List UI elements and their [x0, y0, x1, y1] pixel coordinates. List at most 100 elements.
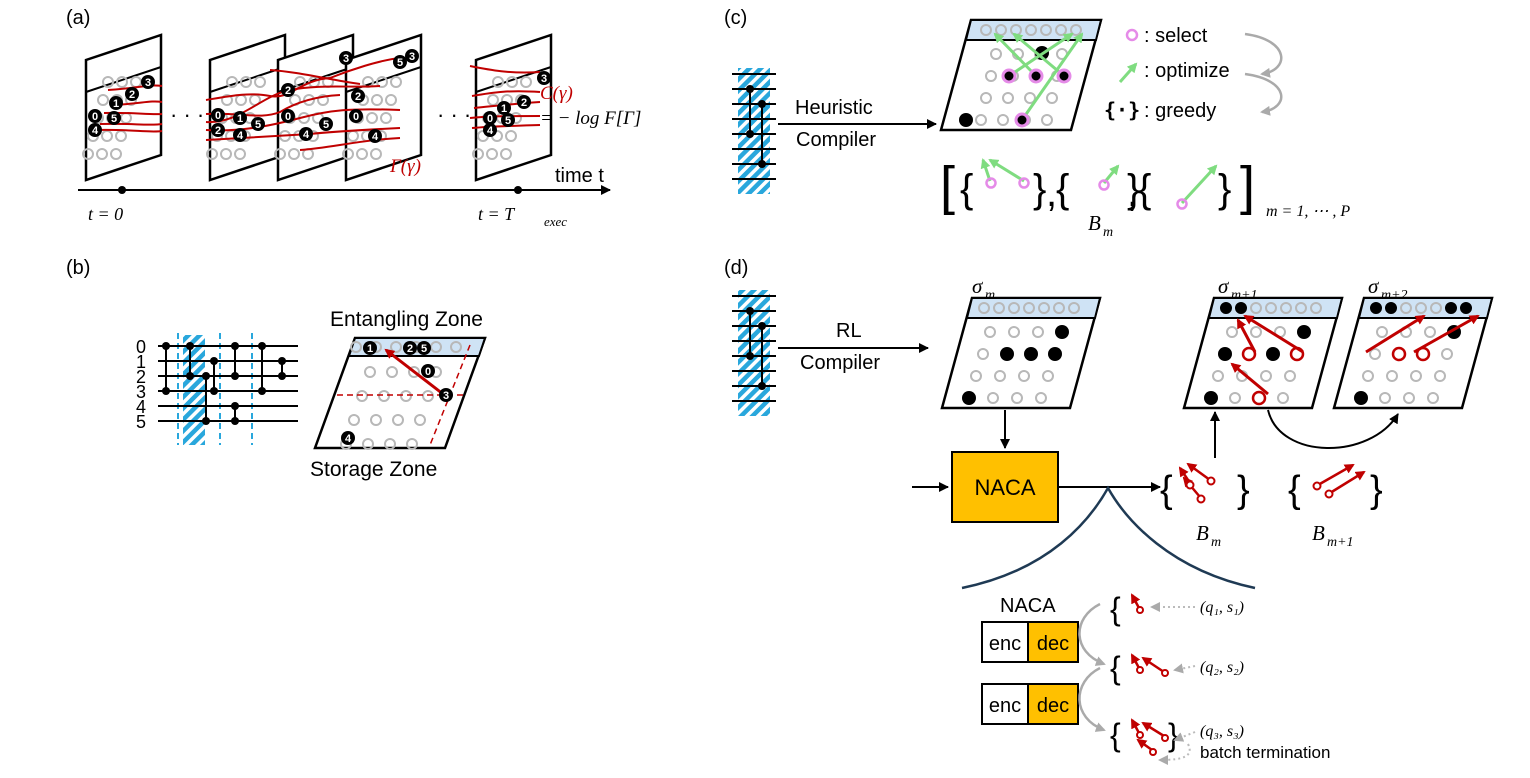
grid-site: [342, 148, 354, 160]
grid-site: [234, 148, 246, 160]
grid-site: [240, 76, 252, 88]
cost-label: C(γ): [540, 83, 573, 104]
atom: [368, 129, 382, 143]
grid-site: [288, 148, 300, 160]
atom: [109, 96, 123, 110]
compiler-label-2: Compiler: [796, 129, 876, 151]
optimize-arrows: [993, 32, 1084, 121]
gate-dot: [758, 382, 766, 390]
grid-site: [1024, 92, 1036, 104]
grid-site: [1041, 114, 1053, 126]
move-arrows: [1230, 314, 1480, 396]
gate-dot: [746, 85, 754, 93]
gate-dot: [210, 387, 218, 395]
atom: [233, 128, 247, 142]
grid-site: [492, 76, 504, 88]
panel-c: (c) Heuristic Compiler : select : optimi…: [724, 7, 1350, 240]
selected-atoms: [1001, 68, 1072, 128]
brace: {: [1110, 650, 1121, 686]
time-slice-frames: [82, 33, 553, 182]
qubit-index: 2: [136, 367, 146, 387]
grid-site: [97, 94, 109, 106]
atom: [341, 431, 355, 445]
atom: [1354, 391, 1368, 405]
compiler-label-1: Heuristic: [795, 97, 873, 119]
gate-dot: [231, 417, 239, 425]
atom-number: 5: [397, 57, 403, 69]
brace: }: [1168, 717, 1179, 753]
grid-site: [356, 148, 368, 160]
batch-range: m = 1, ⋯ , P: [1266, 203, 1350, 220]
atom: [281, 83, 295, 97]
atom: [141, 75, 155, 89]
grid-site: [1250, 326, 1262, 338]
atom-number: 2: [355, 91, 361, 103]
grid-site: [1410, 370, 1422, 382]
brace: {: [1288, 469, 1301, 511]
gate-dot: [202, 372, 210, 380]
grid-site: [1376, 326, 1388, 338]
atom: [211, 123, 225, 137]
grid-site: [980, 24, 992, 36]
grid-site: [220, 148, 232, 160]
grid-site: [1212, 370, 1224, 382]
batch-m1: B: [1312, 521, 1325, 545]
brace: {: [1110, 717, 1121, 753]
atom: [962, 391, 976, 405]
grid-site: [1265, 302, 1277, 314]
loop-arrow: [1244, 32, 1283, 78]
atom: [281, 109, 295, 123]
atom-number: 5: [111, 113, 117, 125]
atom: [1000, 347, 1014, 361]
comma: ,: [1046, 171, 1057, 215]
atom-number: 3: [343, 53, 349, 65]
gate-dot: [231, 342, 239, 350]
grid-site: [1025, 24, 1037, 36]
gate-dot: [231, 402, 239, 410]
grid-site: [520, 76, 532, 88]
grid-site: [254, 76, 266, 88]
grid-site: [987, 392, 999, 404]
vacated-site: [1241, 346, 1257, 362]
grid-site: [1018, 370, 1030, 382]
zoom-curve: [961, 485, 1256, 590]
storage-zone-label: Storage Zone: [310, 458, 437, 481]
atom: [959, 113, 973, 127]
atom: [88, 109, 102, 123]
gate-dot: [278, 357, 286, 365]
grid-site: [1460, 302, 1472, 314]
grid-site: [102, 76, 114, 88]
grid-site: [430, 341, 442, 353]
zone-divider: [345, 66, 422, 93]
grid-site: [1250, 302, 1262, 314]
grid-site: [1369, 348, 1381, 360]
gate-dot: [186, 372, 194, 380]
atom-number: 3: [443, 390, 449, 402]
grid-site: [370, 414, 382, 426]
vacated-site: [1391, 346, 1407, 362]
grid-site: [975, 114, 987, 126]
atom-number: 2: [285, 85, 291, 97]
rl-label-2: Compiler: [800, 352, 880, 374]
grid-site: [386, 366, 398, 378]
brace: {: [1056, 167, 1069, 211]
selected-atom: [1014, 112, 1030, 128]
batch-symbol: B: [1088, 211, 1101, 235]
grid-site: [1295, 302, 1307, 314]
grid-site: [384, 438, 396, 450]
atom-number: 1: [367, 343, 373, 355]
atom: [211, 108, 225, 122]
grid-site: [1430, 302, 1442, 314]
grid-site: [1310, 302, 1322, 314]
grid-site: [1042, 370, 1054, 382]
batch-sets: [ { } , { } , { } ]: [940, 156, 1255, 216]
atom: [1218, 347, 1232, 361]
next-state-arrow: [1267, 409, 1399, 449]
q2s2-label: (q₂, s₂): [1200, 659, 1244, 676]
atom-number: 3: [145, 77, 151, 89]
gate-dot: [278, 372, 286, 380]
atom: [363, 341, 377, 355]
gate-dot: [758, 322, 766, 330]
